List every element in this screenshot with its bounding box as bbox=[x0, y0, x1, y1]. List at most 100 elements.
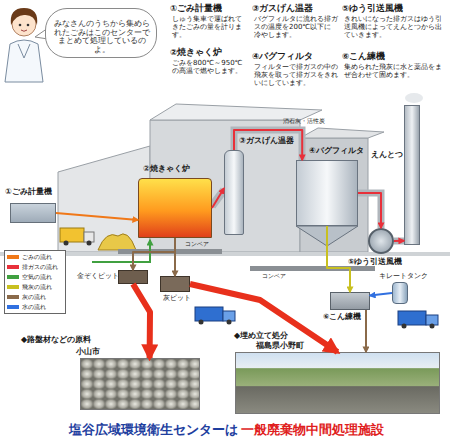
flow-line bbox=[234, 130, 302, 160]
legend-text: 水の流れ bbox=[22, 303, 46, 312]
landfill-photo: ◆埋め立て処分福島県小野町 bbox=[235, 352, 440, 414]
incinerator: ②焼きゃく炉 bbox=[138, 178, 212, 238]
node-label: みなさんのうちから集められたごみはこのセンターでまとめて処理しているのよ。 bbox=[54, 20, 150, 55]
truck-body bbox=[60, 228, 84, 242]
transport-arrow bbox=[190, 284, 338, 352]
part-label: 消石灰・活性炭 bbox=[283, 118, 325, 125]
step-description: フィルターで排ガスの中の飛灰を取って排ガスをきれいにしています。 bbox=[254, 63, 338, 87]
truck-wheel bbox=[87, 241, 92, 246]
step-description: バグフィルタに流れる排ガスの温度を200℃以下に冷やします。 bbox=[254, 15, 338, 39]
truck-wheel bbox=[430, 324, 435, 329]
metal-pit: 金ぞくピット bbox=[118, 270, 148, 284]
duct bbox=[234, 130, 302, 160]
footer-highlight: 一般廃棄物中間処理施設 bbox=[241, 423, 384, 438]
chelate-tank: キレートタンク bbox=[392, 282, 408, 304]
air-flow-line bbox=[92, 240, 150, 262]
conveyor bbox=[250, 266, 375, 271]
girl-mouth bbox=[21, 30, 27, 31]
step-heading: ①ごみ計量機 bbox=[170, 4, 222, 14]
garbage-pit bbox=[98, 234, 136, 250]
induced-draft-fan: ⑤ゆう引送風機 bbox=[368, 228, 394, 254]
node-label: ②焼きゃく炉 bbox=[143, 164, 190, 173]
flow-line bbox=[365, 310, 367, 352]
step-description: しゅう集車で運ばれてきたごみの量を計ります。 bbox=[172, 15, 248, 39]
legend-swatch bbox=[7, 275, 19, 279]
gas-cooler: ③ガスげん温器 bbox=[224, 150, 244, 235]
footer-text: 塩谷広域環境衛生センターは bbox=[69, 423, 238, 438]
node-label: 灰ピット bbox=[163, 295, 191, 302]
kneader: ⑥こん練機 bbox=[330, 292, 370, 310]
weighing-station: ①ごみ計量機 bbox=[10, 203, 56, 223]
legend-swatch bbox=[7, 265, 19, 269]
node-label: ③ガスげん温器 bbox=[239, 136, 294, 145]
flow-line bbox=[358, 193, 381, 228]
girl-figure bbox=[5, 8, 43, 82]
flow-line bbox=[327, 226, 350, 292]
lab-coat bbox=[5, 40, 43, 82]
duct bbox=[394, 238, 404, 245]
truck-wheel bbox=[64, 241, 69, 246]
step-heading: ⑥こん練機 bbox=[342, 52, 385, 62]
filter-hopper bbox=[296, 226, 358, 246]
flow-line bbox=[56, 213, 138, 220]
truck-wheel bbox=[199, 320, 204, 325]
flow-line bbox=[370, 293, 392, 296]
truck-wheel bbox=[227, 320, 232, 325]
step-heading: ②焼きゃく炉 bbox=[170, 48, 222, 58]
truck-body bbox=[398, 311, 426, 325]
ash-truck bbox=[195, 307, 235, 325]
ash-pit: 灰ピット bbox=[160, 276, 190, 292]
flow-line bbox=[174, 238, 176, 276]
legend-row: 水の流れ bbox=[5, 302, 65, 312]
legend-row: 空気の流れ bbox=[5, 272, 65, 282]
node-label: ①ごみ計量機 bbox=[5, 187, 52, 196]
part-label: コンベア bbox=[185, 241, 209, 248]
garbage-truck bbox=[60, 228, 94, 246]
node-label: 福島県小野町 bbox=[256, 341, 304, 350]
step-heading: ④バグフィルタ bbox=[252, 52, 313, 62]
node-label: えんとつ bbox=[371, 151, 403, 160]
legend-text: ごみの流れ bbox=[22, 253, 52, 262]
flow-line bbox=[133, 238, 175, 270]
node-label: 金ぞくピット bbox=[77, 273, 119, 280]
duct bbox=[358, 193, 381, 228]
node-label: ⑤ゆう引送風機 bbox=[348, 258, 402, 267]
legend-swatch bbox=[7, 255, 19, 259]
step-heading: ③ガスげん温器 bbox=[252, 4, 313, 14]
node-label: ⑥こん練機 bbox=[323, 313, 361, 322]
flow-line bbox=[212, 188, 224, 208]
chimney: えんとつ bbox=[404, 105, 420, 245]
step-description: ごみを800℃～950℃の高温で燃やします。 bbox=[172, 59, 248, 75]
fly-ash-truck bbox=[398, 311, 438, 329]
gravel-photo: ◆路盤材などの原料小山市 bbox=[80, 358, 200, 410]
girl-hair bbox=[11, 8, 37, 25]
building-wing bbox=[58, 146, 150, 252]
part-label: コンベア bbox=[262, 273, 286, 280]
legend-swatch bbox=[7, 285, 19, 289]
legend-text: 空気の流れ bbox=[22, 273, 52, 282]
transport-arrow bbox=[133, 284, 150, 358]
truck-body bbox=[195, 307, 223, 321]
girl-eye bbox=[19, 24, 22, 27]
building-roof bbox=[300, 128, 384, 138]
step-heading: ⑤ゆう引送風機 bbox=[342, 4, 403, 14]
node-label: ◆路盤材などの原料 bbox=[21, 335, 91, 344]
coat-collar bbox=[18, 44, 30, 58]
legend-row: 排ガスの流れ bbox=[5, 262, 65, 272]
legend-row: 灰の流れ bbox=[5, 292, 65, 302]
chimney-smoke bbox=[405, 93, 423, 103]
building-roof bbox=[150, 104, 322, 120]
girl-eye bbox=[27, 24, 30, 27]
flow-line bbox=[394, 240, 404, 242]
node-label: キレートタンク bbox=[379, 273, 428, 280]
legend-box: ごみの流れ排ガスの流れ空気の流れ飛灰の流れ灰の流れ水の流れ bbox=[4, 250, 66, 314]
garbage-pile bbox=[98, 234, 136, 250]
legend-text: 排ガスの流れ bbox=[22, 263, 58, 272]
step-description: きれいになった排ガスはゆう引送風機によってえんとつから出ていきます。 bbox=[344, 15, 446, 39]
node-label: ④バグフィルタ bbox=[309, 146, 364, 155]
legend-row: 飛灰の流れ bbox=[5, 282, 65, 292]
